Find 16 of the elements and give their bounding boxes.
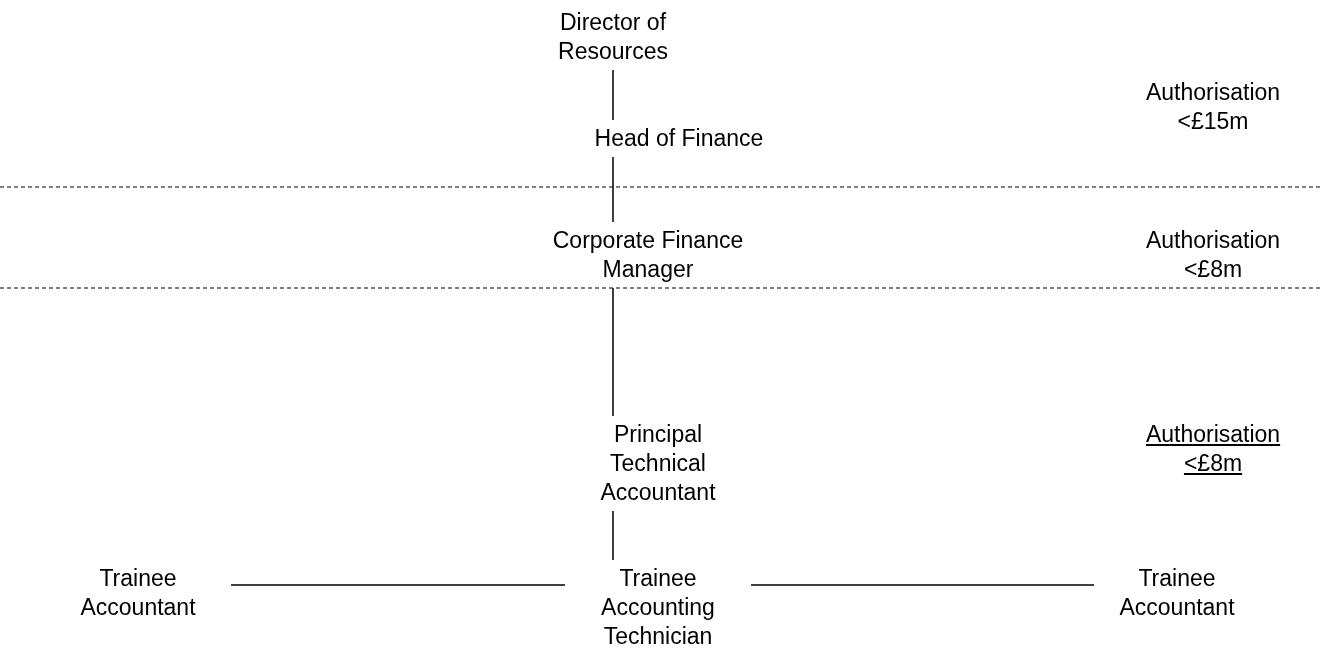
connector-line bbox=[230, 584, 566, 586]
connector-line bbox=[612, 510, 614, 561]
job-title: Director of Resources bbox=[538, 8, 688, 66]
connector-line bbox=[750, 584, 1095, 586]
job-title: Principal Technical Accountant bbox=[583, 420, 733, 507]
connector-line bbox=[612, 69, 614, 121]
connector-line bbox=[612, 287, 614, 417]
job-title: Corporate Finance Manager bbox=[523, 226, 773, 284]
connector-line bbox=[612, 156, 614, 223]
job-title: Head of Finance bbox=[579, 124, 779, 153]
authorisation-limit: Authorisation <£8m bbox=[1144, 226, 1282, 284]
authorisation-limit: Authorisation <£8m bbox=[1144, 420, 1282, 478]
authorisation-limit: Authorisation <£15m bbox=[1144, 78, 1282, 136]
job-title: Trainee Accounting Technician bbox=[573, 564, 743, 651]
job-title: Trainee Accountant bbox=[53, 564, 223, 622]
job-title: Trainee Accountant bbox=[1102, 564, 1252, 622]
